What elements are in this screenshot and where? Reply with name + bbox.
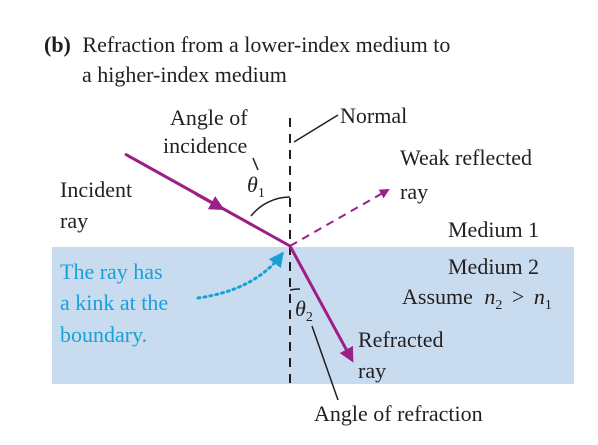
theta2-subscript: 2 (306, 310, 313, 325)
reflected-ray-line (289, 189, 390, 247)
n1-symbol: n (534, 284, 545, 309)
caption-text-1: Refraction from a lower-index medium to (82, 32, 450, 57)
incident-ray-arrowhead (195, 192, 225, 210)
part-label: (b) (44, 32, 71, 57)
medium1-label: Medium 1 (448, 217, 539, 242)
weak-reflected-label-1: Weak reflected (400, 145, 532, 170)
comparison-symbol: > (512, 284, 524, 309)
n2-subscript: 2 (495, 298, 502, 313)
theta1-leader (252, 157, 259, 171)
n2-symbol: n (484, 284, 495, 309)
refracted-ray-label-1: Refracted (358, 327, 444, 352)
incident-ray-label-1: Incident (60, 177, 132, 202)
angle-of-refraction-label: Angle of refraction (314, 401, 483, 426)
kink-pointer (196, 251, 284, 300)
weak-reflected-label-2: ray (400, 179, 428, 204)
theta1-label: θ1 (247, 172, 265, 201)
theta1-symbol: θ (247, 172, 258, 197)
medium2-label: Medium 2 (448, 254, 539, 279)
theta1-subscript: 1 (258, 186, 265, 201)
refracted-ray-line (288, 245, 354, 363)
kink-label-1: The ray has (60, 259, 163, 284)
caption-line1: (b) Refraction from a lower-index medium… (44, 32, 450, 57)
refraction-leader (311, 325, 339, 401)
assume-label: Assume n2 > n1 (402, 284, 552, 314)
normal-label: Normal (340, 103, 407, 128)
n1-subscript: 1 (545, 298, 552, 313)
angle-of-incidence-label-2: incidence (163, 133, 247, 158)
normal-leader (293, 114, 339, 143)
kink-label-2: a kink at the (60, 290, 168, 315)
medium2-region (52, 247, 574, 384)
kink-label-3: boundary. (60, 322, 147, 347)
theta2-label: θ2 (295, 296, 313, 325)
caption-line2: a higher-index medium (82, 62, 287, 87)
assume-prefix: Assume (402, 284, 473, 309)
theta1-arc (250, 196, 291, 217)
refracted-ray-label-2: ray (358, 358, 386, 383)
angle-of-incidence-label-1: Angle of (170, 105, 248, 130)
incident-ray-label-2: ray (60, 208, 88, 233)
theta2-arc (289, 288, 301, 291)
theta2-symbol: θ (295, 296, 306, 321)
